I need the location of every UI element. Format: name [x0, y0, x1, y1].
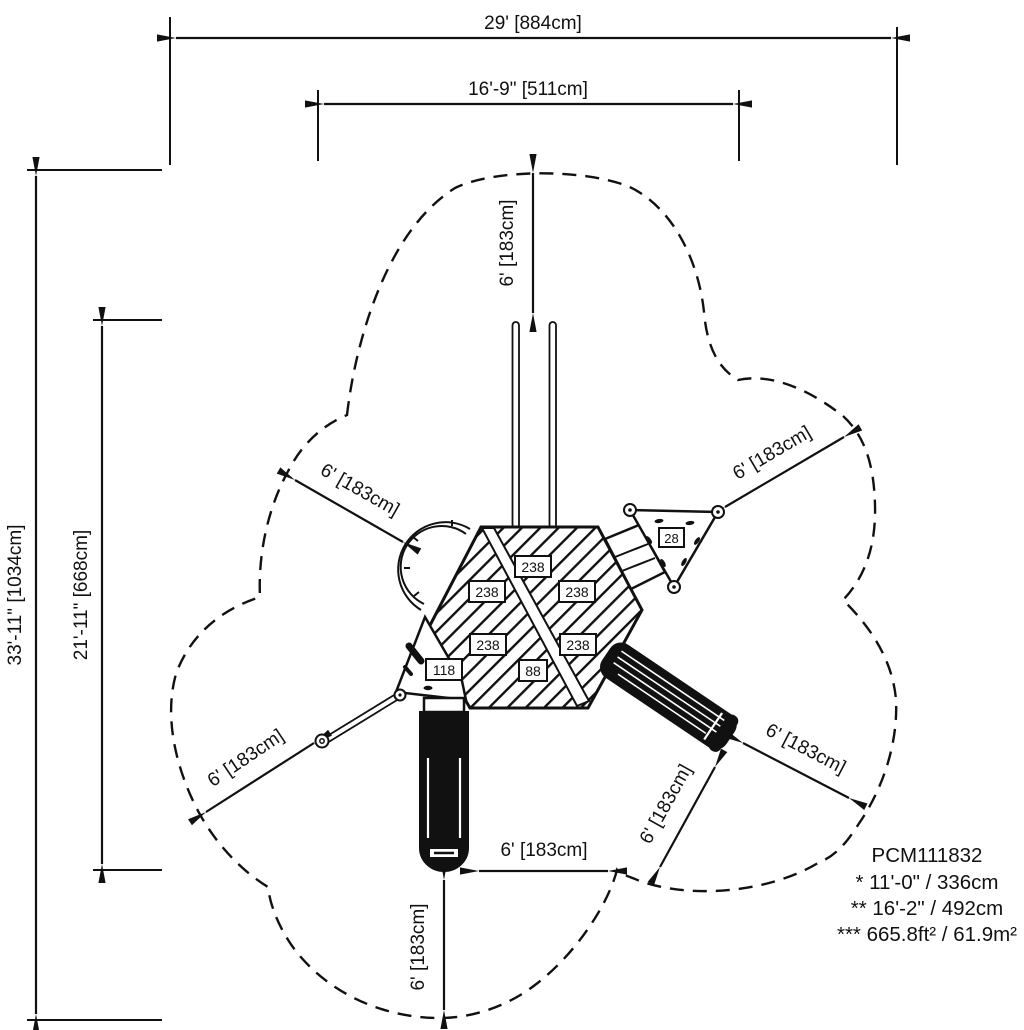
- inner-width-label: 16'-9" [511cm]: [468, 79, 588, 100]
- use-zone-dimensions: [188, 154, 868, 1029]
- pole-climber: [314, 691, 403, 749]
- model-number: PCM111832: [872, 844, 983, 867]
- part-label-238-low-left: 238: [469, 633, 507, 656]
- arch-climber: [397, 520, 471, 611]
- use-zone-label-bottom-horizontal: 6' [183cm]: [500, 840, 587, 861]
- svg-text:28: 28: [664, 531, 678, 546]
- use-zone-label-bottom-vertical: 6' [183cm]: [408, 903, 429, 990]
- dimension-overall-height: [27, 157, 162, 1030]
- svg-text:238: 238: [476, 637, 500, 653]
- note-height: * 11'-0" / 336cm: [856, 871, 999, 894]
- note-width: ** 16'-2" / 492cm: [851, 897, 1004, 920]
- use-zone-label-top: 6' [183cm]: [497, 199, 518, 286]
- dimension-overall-width: [157, 17, 910, 165]
- part-label-238-top: 238: [514, 555, 552, 578]
- note-area: *** 665.8ft² / 61.9m²: [837, 923, 1017, 946]
- part-label-88: 88: [518, 659, 548, 682]
- use-zone-label-steep: 6' [183cm]: [636, 761, 697, 847]
- play-structure: 238 238 238 238 238 118: [314, 321, 739, 872]
- svg-text:118: 118: [433, 662, 456, 678]
- svg-text:238: 238: [565, 584, 589, 600]
- slide-pole-left: [511, 321, 520, 529]
- inner-height-label: 21'-11" [668cm]: [71, 530, 92, 660]
- use-zone-label-lower-right: 6' [183cm]: [762, 720, 849, 779]
- part-labels: 238 238 238 238 238 118: [425, 527, 685, 682]
- pole-climber-base-ring: [314, 733, 330, 749]
- overall-width-label: 29' [884cm]: [484, 13, 582, 34]
- use-zone-label-upper-left: 6' [183cm]: [317, 460, 403, 521]
- use-zone-boundary: [169, 172, 898, 1020]
- info-block: PCM111832 * 11'-0" / 336cm ** 16'-2" / 4…: [837, 844, 1017, 946]
- svg-text:238: 238: [475, 584, 499, 600]
- angled-slide: [600, 642, 739, 752]
- dimension-inner-height: [93, 307, 162, 883]
- dimension-inner-width: [305, 90, 752, 161]
- overall-height-label: 33'-11" [1034cm]: [5, 525, 26, 666]
- part-label-28: 28: [658, 527, 685, 548]
- slide-pole-right: [548, 321, 557, 529]
- svg-text:238: 238: [521, 559, 545, 575]
- use-zone-label-upper-right: 6' [183cm]: [729, 422, 815, 484]
- deck-ramp-band: [480, 527, 591, 708]
- bottom-slide: [419, 696, 469, 872]
- part-label-238-low-right: 238: [559, 633, 597, 656]
- triangle-deck: [623, 503, 725, 594]
- use-zone-label-lower-left: 6' [183cm]: [204, 725, 288, 791]
- svg-text:88: 88: [525, 663, 541, 679]
- part-label-238-mid-right: 238: [558, 580, 596, 603]
- svg-text:238: 238: [566, 637, 590, 653]
- part-label-238-mid-left: 238: [468, 580, 506, 603]
- part-label-118: 118: [425, 658, 463, 681]
